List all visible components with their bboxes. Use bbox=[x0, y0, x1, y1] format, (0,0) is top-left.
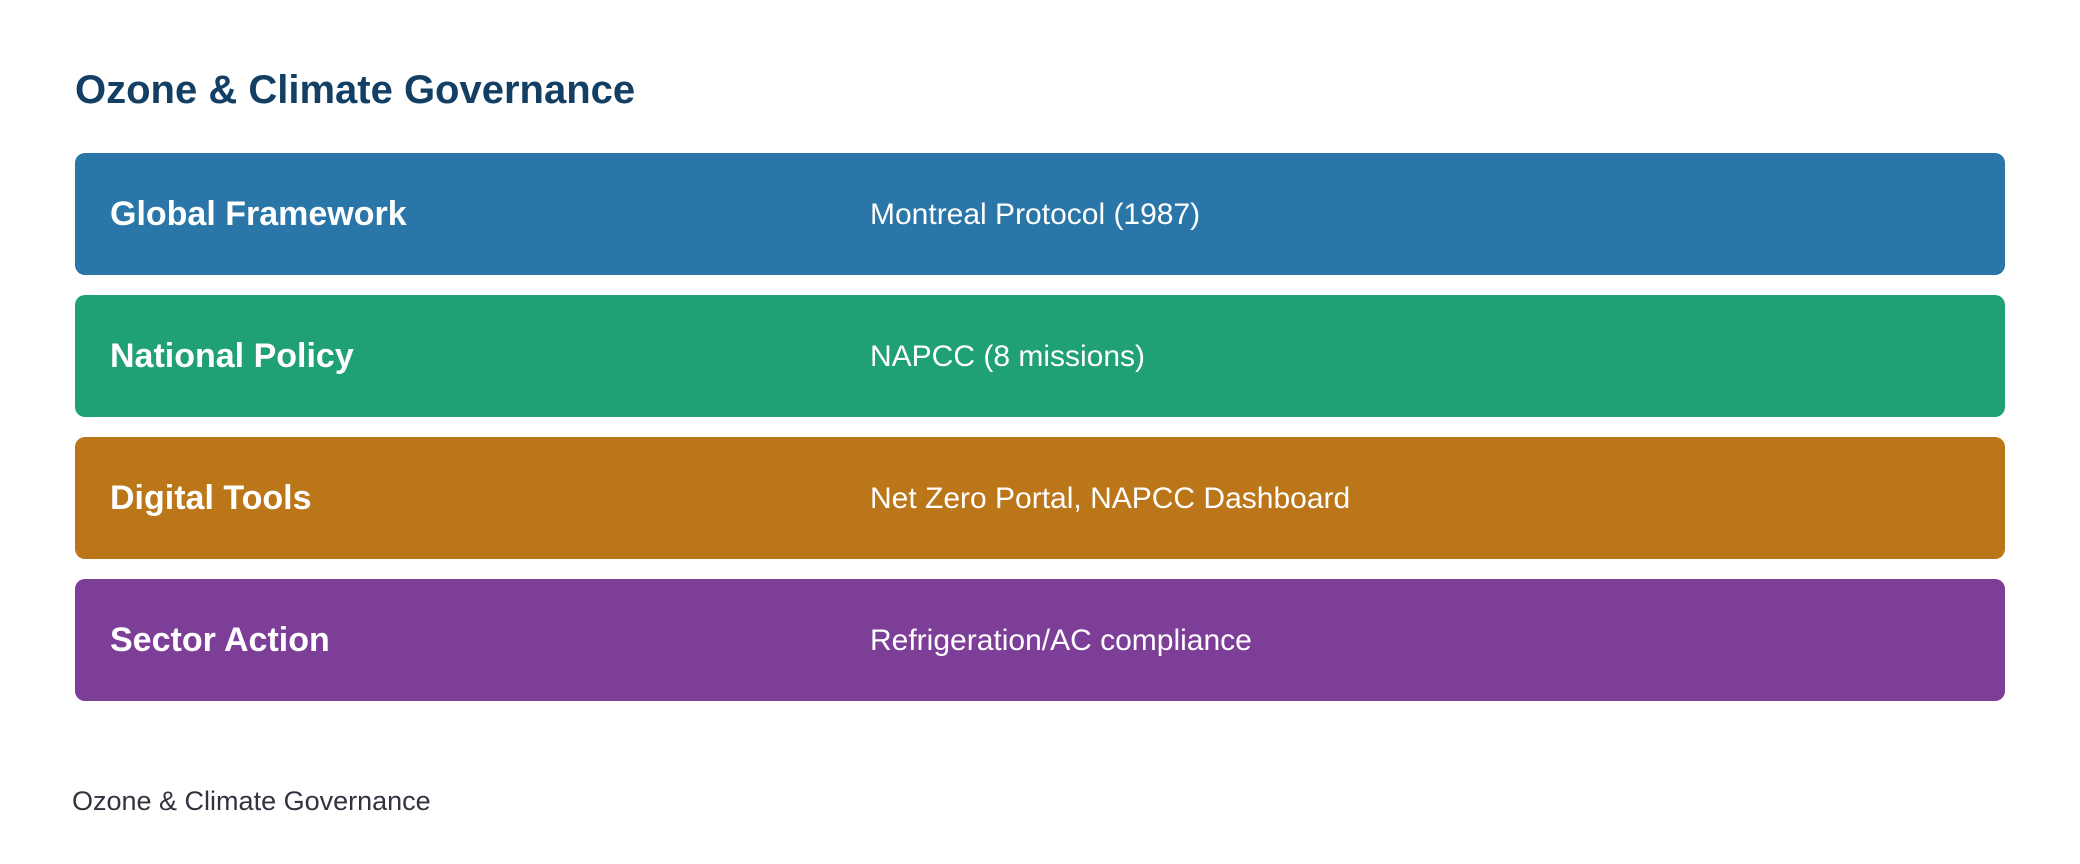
row-digital-tools: Digital Tools Net Zero Portal, NAPCC Das… bbox=[75, 437, 2005, 559]
row-global-framework: Global Framework Montreal Protocol (1987… bbox=[75, 153, 2005, 275]
row-label: Global Framework bbox=[110, 194, 407, 233]
row-label: Digital Tools bbox=[110, 478, 312, 517]
footer-caption: Ozone & Climate Governance bbox=[72, 786, 431, 816]
row-label: National Policy bbox=[110, 336, 354, 375]
page-title: Ozone & Climate Governance bbox=[75, 68, 636, 112]
row-value: NAPCC (8 missions) bbox=[870, 340, 1146, 373]
governance-rows: Global Framework Montreal Protocol (1987… bbox=[75, 153, 2005, 721]
row-national-policy: National Policy NAPCC (8 missions) bbox=[75, 295, 2005, 417]
row-value: Refrigeration/AC compliance bbox=[870, 624, 1252, 657]
row-sector-action: Sector Action Refrigeration/AC complianc… bbox=[75, 579, 2005, 701]
row-value: Net Zero Portal, NAPCC Dashboard bbox=[870, 482, 1351, 515]
row-value: Montreal Protocol (1987) bbox=[870, 198, 1201, 231]
row-label: Sector Action bbox=[110, 620, 330, 659]
